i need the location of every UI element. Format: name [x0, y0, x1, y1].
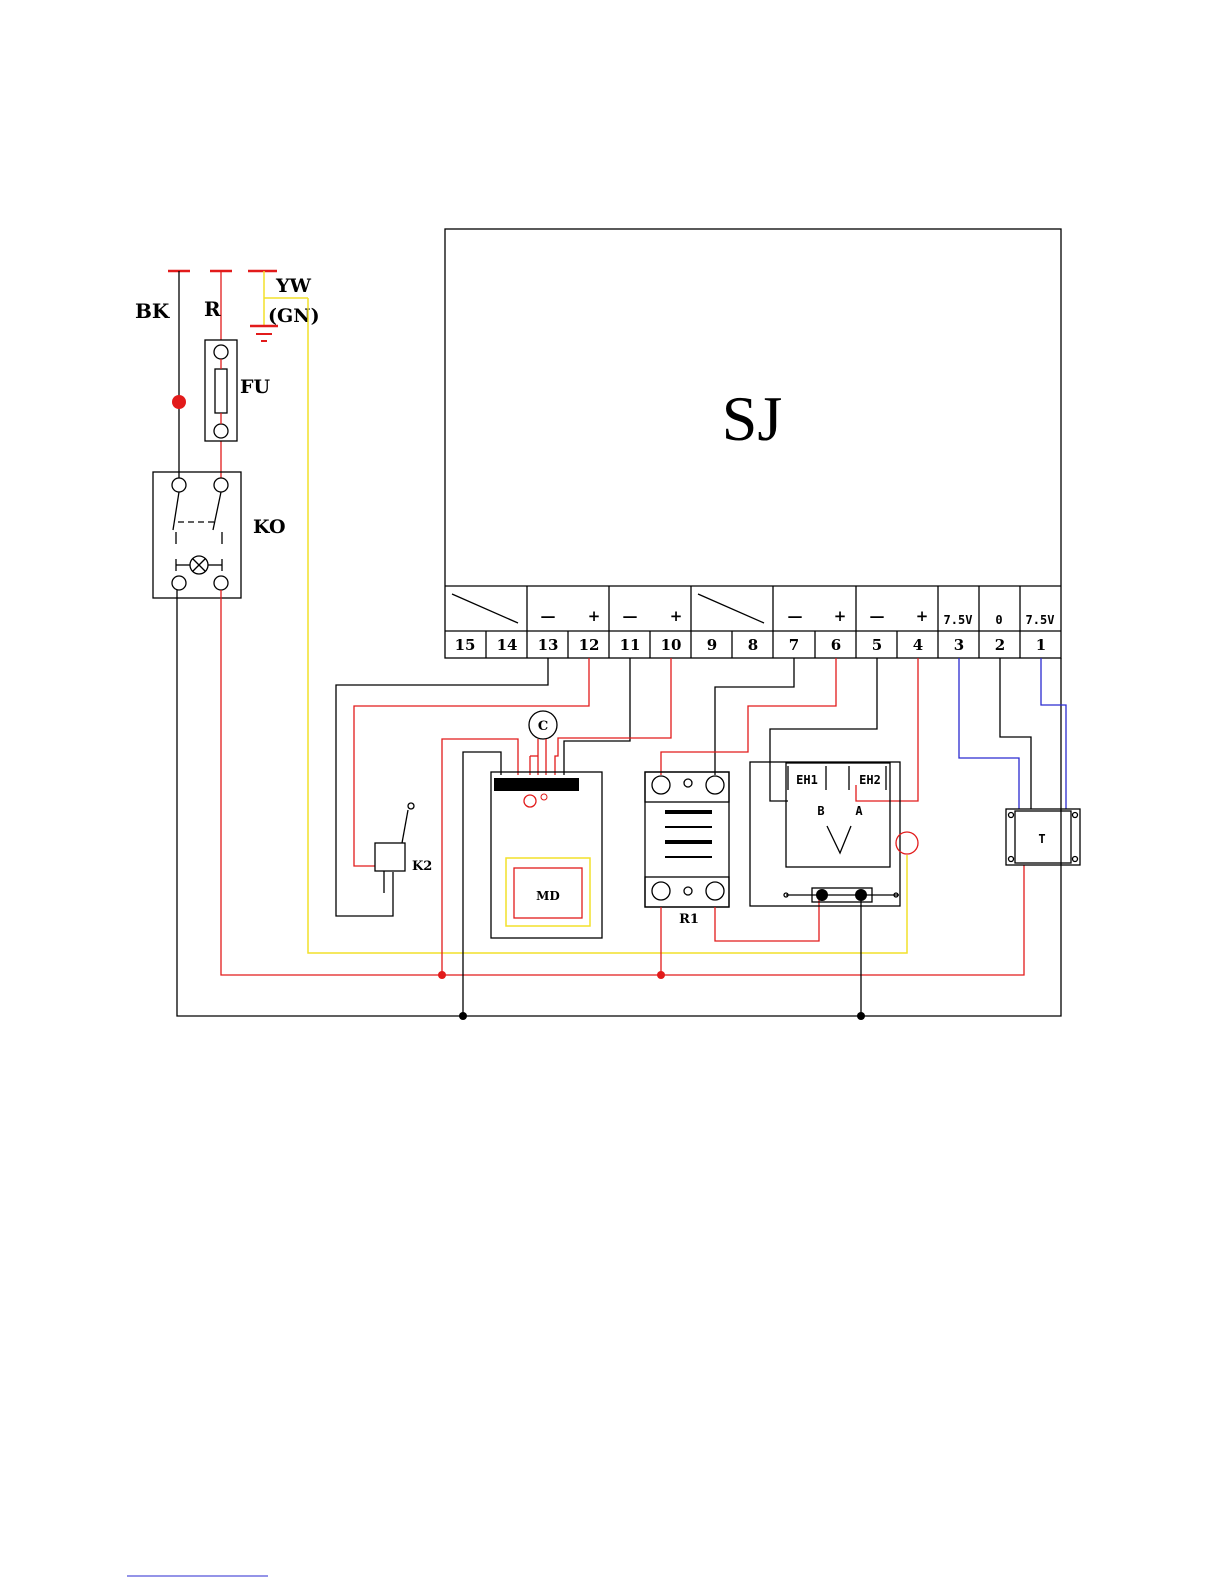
unused-slash-15-14	[452, 594, 518, 623]
terminal-13: 13	[538, 636, 559, 654]
terminal-9: 9	[707, 636, 717, 654]
pol-3: 7.5V	[944, 613, 973, 627]
terminal-15: 15	[455, 636, 476, 654]
terminal-14: 14	[497, 636, 518, 654]
terminal-3: 3	[954, 636, 964, 654]
heater1-label: EH1	[796, 773, 818, 787]
terminal-7: 7	[789, 636, 799, 654]
r-label: R	[204, 297, 221, 321]
yellow-earth-wire	[308, 298, 907, 953]
yw-label: YW	[275, 275, 312, 297]
fuse-label: FU	[240, 376, 270, 398]
terminal-2: 2	[995, 636, 1005, 654]
heater2-label: EH2	[859, 773, 881, 787]
microswitch-lever-icon	[402, 810, 408, 843]
terminal-10: 10	[661, 636, 682, 654]
thermo-a-label: A	[855, 804, 863, 818]
pol-13: —	[541, 607, 556, 625]
pol-4: +	[916, 607, 929, 625]
pol-12: +	[588, 607, 601, 625]
thermo-b-label: B	[817, 804, 824, 818]
motor-md: C MD	[442, 658, 671, 1016]
power-input: BK R YW (GN) FU	[135, 271, 320, 598]
pol-1: 7.5V	[1026, 613, 1055, 627]
terminal-11: 11	[620, 636, 641, 654]
bk-label: BK	[135, 299, 170, 323]
bus-wires	[177, 298, 1061, 1020]
pol-7: —	[788, 607, 803, 625]
capacitor-label: C	[538, 719, 548, 734]
indicator-circle	[896, 832, 918, 854]
terminal-1: 1	[1036, 636, 1046, 654]
heater-box: EH1 EH2 B A	[750, 658, 918, 1016]
terminal-numbers: 15 14 13 12 11 10 9 8 7 6 5 4 3 2 1	[455, 636, 1047, 654]
fuse-icon	[215, 369, 227, 413]
terminal-4: 4	[913, 636, 923, 654]
microswitch-body	[375, 843, 405, 871]
power-switch-box	[153, 472, 241, 598]
switch-label: KO	[253, 516, 286, 538]
transformer-t: T	[959, 658, 1080, 865]
motor-terminal-block	[494, 778, 579, 791]
terminal-5: 5	[872, 636, 882, 654]
unused-slash-9-8	[698, 594, 764, 623]
controller-sj: SJ	[445, 229, 1061, 658]
pol-6: +	[834, 607, 847, 625]
microswitch-label: K2	[412, 859, 432, 874]
pol-5: —	[870, 607, 885, 625]
bk-node-dot	[172, 395, 186, 409]
terminal-12: 12	[579, 636, 600, 654]
motor-label: MD	[536, 889, 560, 903]
transformer-label: T	[1038, 832, 1045, 846]
relay-r1: R1	[645, 658, 836, 975]
terminal-8: 8	[748, 636, 758, 654]
relay-label: R1	[679, 912, 699, 927]
controller-label: SJ	[722, 383, 783, 454]
pol-11: —	[623, 607, 638, 625]
gn-label: (GN)	[268, 305, 320, 327]
thermocouple-icon	[827, 826, 851, 853]
pol-2: 0	[995, 613, 1002, 627]
fuse-box	[205, 340, 237, 441]
terminal-6: 6	[831, 636, 841, 654]
pol-10: +	[670, 607, 683, 625]
